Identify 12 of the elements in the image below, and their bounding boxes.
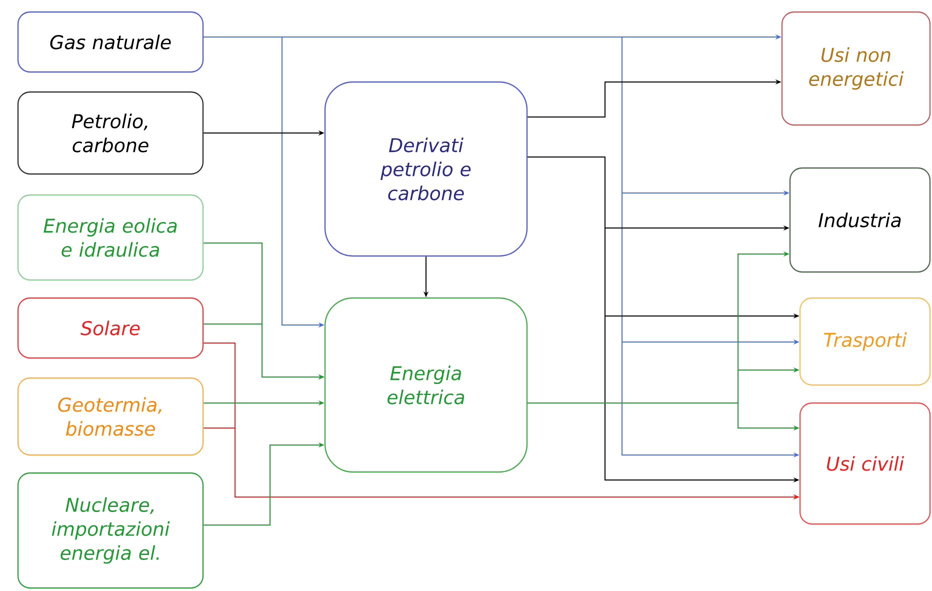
flow-box: Trasporti	[799, 297, 931, 386]
flow-box: Energia elettrica	[324, 297, 528, 473]
flow-box: Derivati petrolio e carbone	[324, 81, 528, 257]
flow-box: Energia eolica e idraulica	[17, 194, 204, 281]
flow-box: Solare	[17, 297, 204, 359]
flow-box: Usi non energetici	[781, 11, 931, 126]
flow-box: Gas naturale	[17, 11, 204, 73]
flow-box: Industria	[789, 167, 931, 273]
flow-box: Geotermia, biomasse	[17, 377, 204, 456]
flow-box: Usi civili	[799, 402, 931, 525]
flow-box: Petrolio, carbone	[17, 91, 204, 175]
flow-box: Nucleare, importazioni energia el.	[17, 472, 204, 589]
